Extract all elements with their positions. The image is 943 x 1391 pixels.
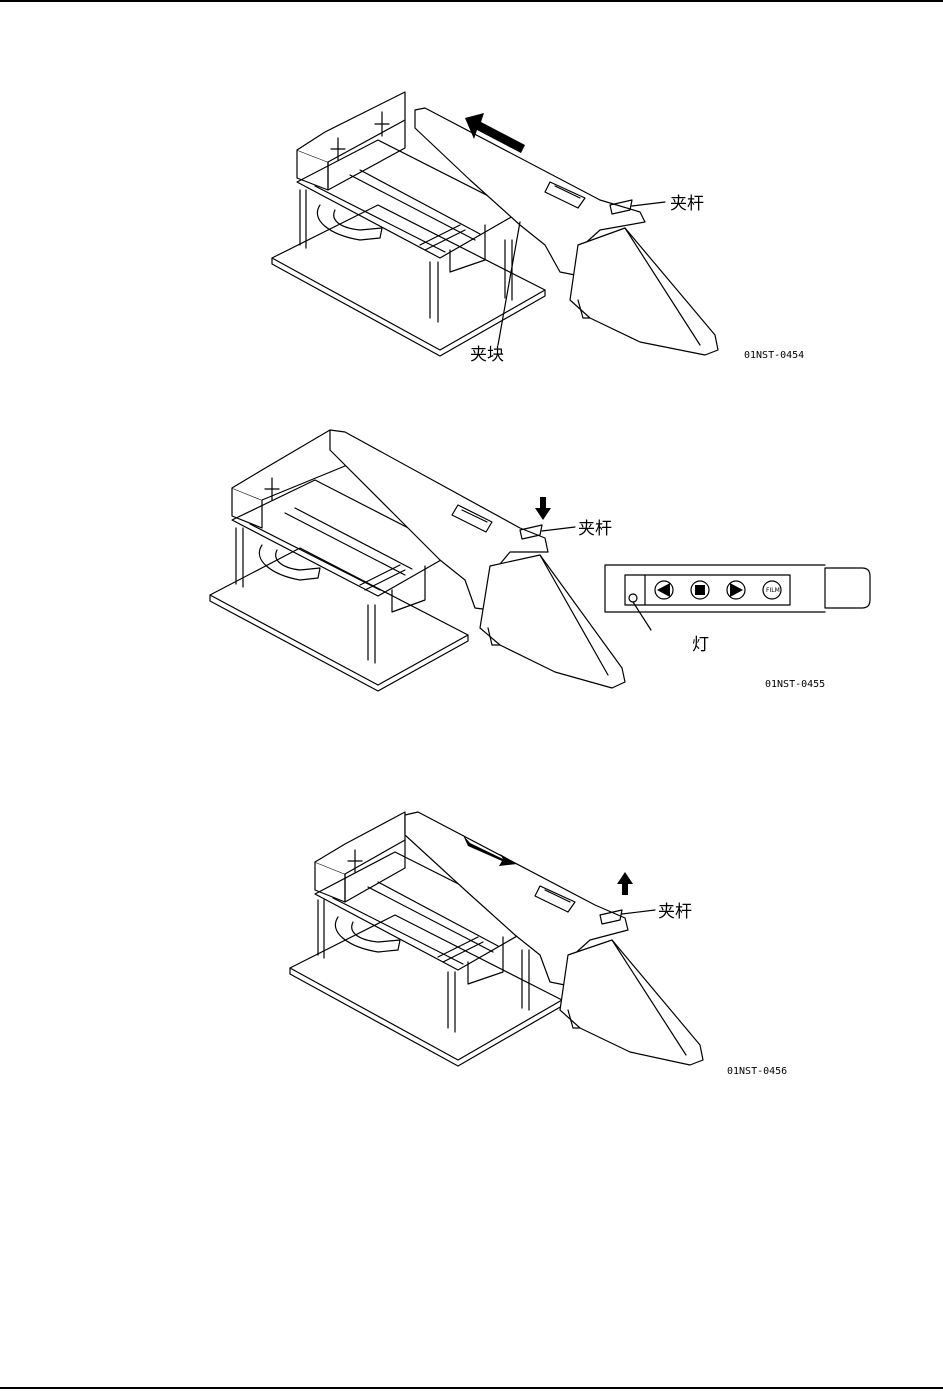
figure-code: 01NST-0454 bbox=[744, 350, 804, 361]
play-button[interactable] bbox=[727, 581, 745, 599]
figure-2: FILM 夹杆 灯 01NST-0455 bbox=[0, 420, 943, 700]
chute bbox=[560, 940, 703, 1065]
figure-code: 01NST-0456 bbox=[727, 1066, 787, 1077]
leg bbox=[300, 190, 306, 248]
bottom-rule bbox=[0, 1387, 943, 1389]
figure-1: 夹杆 夹块 01NST-0454 bbox=[0, 80, 943, 380]
chute bbox=[480, 555, 625, 688]
base-plate bbox=[272, 205, 545, 350]
film-button[interactable]: FILM bbox=[763, 581, 781, 599]
lever-label: 夹杆 bbox=[670, 194, 704, 214]
lamp-label: 灯 bbox=[692, 635, 709, 655]
lever-label: 夹杆 bbox=[658, 902, 692, 922]
svg-text:FILM: FILM bbox=[766, 587, 780, 594]
top-rule bbox=[0, 0, 943, 2]
press-arrow bbox=[535, 497, 551, 520]
block-label: 夹块 bbox=[470, 345, 504, 365]
release-arrow bbox=[617, 872, 633, 895]
lever-label: 夹杆 bbox=[578, 519, 612, 539]
leg bbox=[430, 262, 438, 322]
lamp bbox=[629, 594, 637, 602]
panel-knob bbox=[825, 568, 870, 608]
stop-button[interactable] bbox=[691, 581, 709, 599]
rewind-button[interactable] bbox=[655, 581, 673, 599]
chute bbox=[570, 228, 718, 355]
figure-code: 01NST-0455 bbox=[765, 679, 825, 690]
figure-3: 夹杆 01NST-0456 bbox=[0, 795, 943, 1085]
